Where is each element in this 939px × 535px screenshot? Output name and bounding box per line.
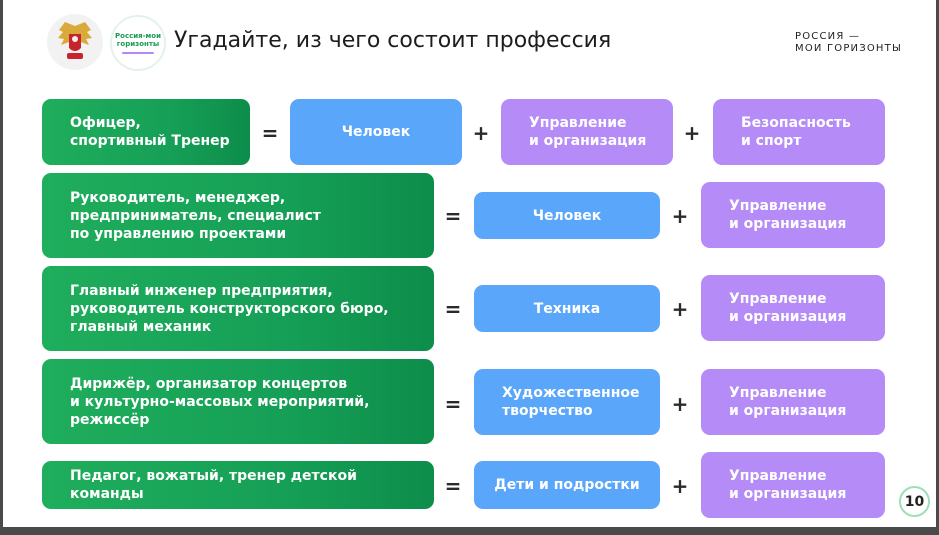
- profession-box: Главный инженер предприятия, руководител…: [42, 266, 434, 351]
- slide-title: Угадайте, из чего состоит профессия: [174, 28, 612, 53]
- equals-sign: =: [444, 204, 462, 228]
- equals-sign: =: [444, 392, 462, 416]
- plus-sign: +: [671, 204, 689, 228]
- category-box: Человек: [474, 192, 660, 239]
- plus-sign: +: [683, 121, 701, 145]
- ministry-emblem-logo: [47, 14, 103, 70]
- plus-sign: +: [671, 474, 689, 498]
- equals-sign: =: [444, 474, 462, 498]
- horizons-logo: Россия-мои горизонты: [110, 15, 166, 71]
- page-number: 10: [899, 486, 930, 517]
- plus-sign: +: [671, 297, 689, 321]
- category-box: Дети и подростки: [474, 461, 660, 509]
- category-box: Безопасность и спорт: [713, 99, 885, 165]
- eagle-emblem-icon: [58, 22, 92, 59]
- presentation-slide: Россия-мои горизонты Угадайте, из чего с…: [3, 0, 936, 527]
- profession-box: Дирижёр, организатор концертов и культур…: [42, 359, 434, 444]
- category-box: Человек: [290, 99, 462, 165]
- category-box: Управление и организация: [501, 99, 673, 165]
- category-box: Управление и организация: [701, 369, 885, 435]
- profession-box: Педагог, вожатый, тренер детской команды: [42, 461, 434, 509]
- category-box: Техника: [474, 285, 660, 332]
- category-box: Управление и организация: [701, 182, 885, 248]
- equals-sign: =: [444, 297, 462, 321]
- equals-sign: =: [261, 121, 279, 145]
- plus-sign: +: [671, 392, 689, 416]
- profession-box: Руководитель, менеджер, предприниматель,…: [42, 173, 434, 258]
- category-box: Управление и организация: [701, 452, 885, 518]
- profession-box: Офицер, спортивный Тренер: [42, 99, 250, 165]
- brand-label: РОССИЯ — МОИ ГОРИЗОНТЫ: [795, 31, 902, 54]
- plus-sign: +: [472, 121, 490, 145]
- category-box: Художественное творчество: [474, 369, 660, 435]
- category-box: Управление и организация: [701, 275, 885, 341]
